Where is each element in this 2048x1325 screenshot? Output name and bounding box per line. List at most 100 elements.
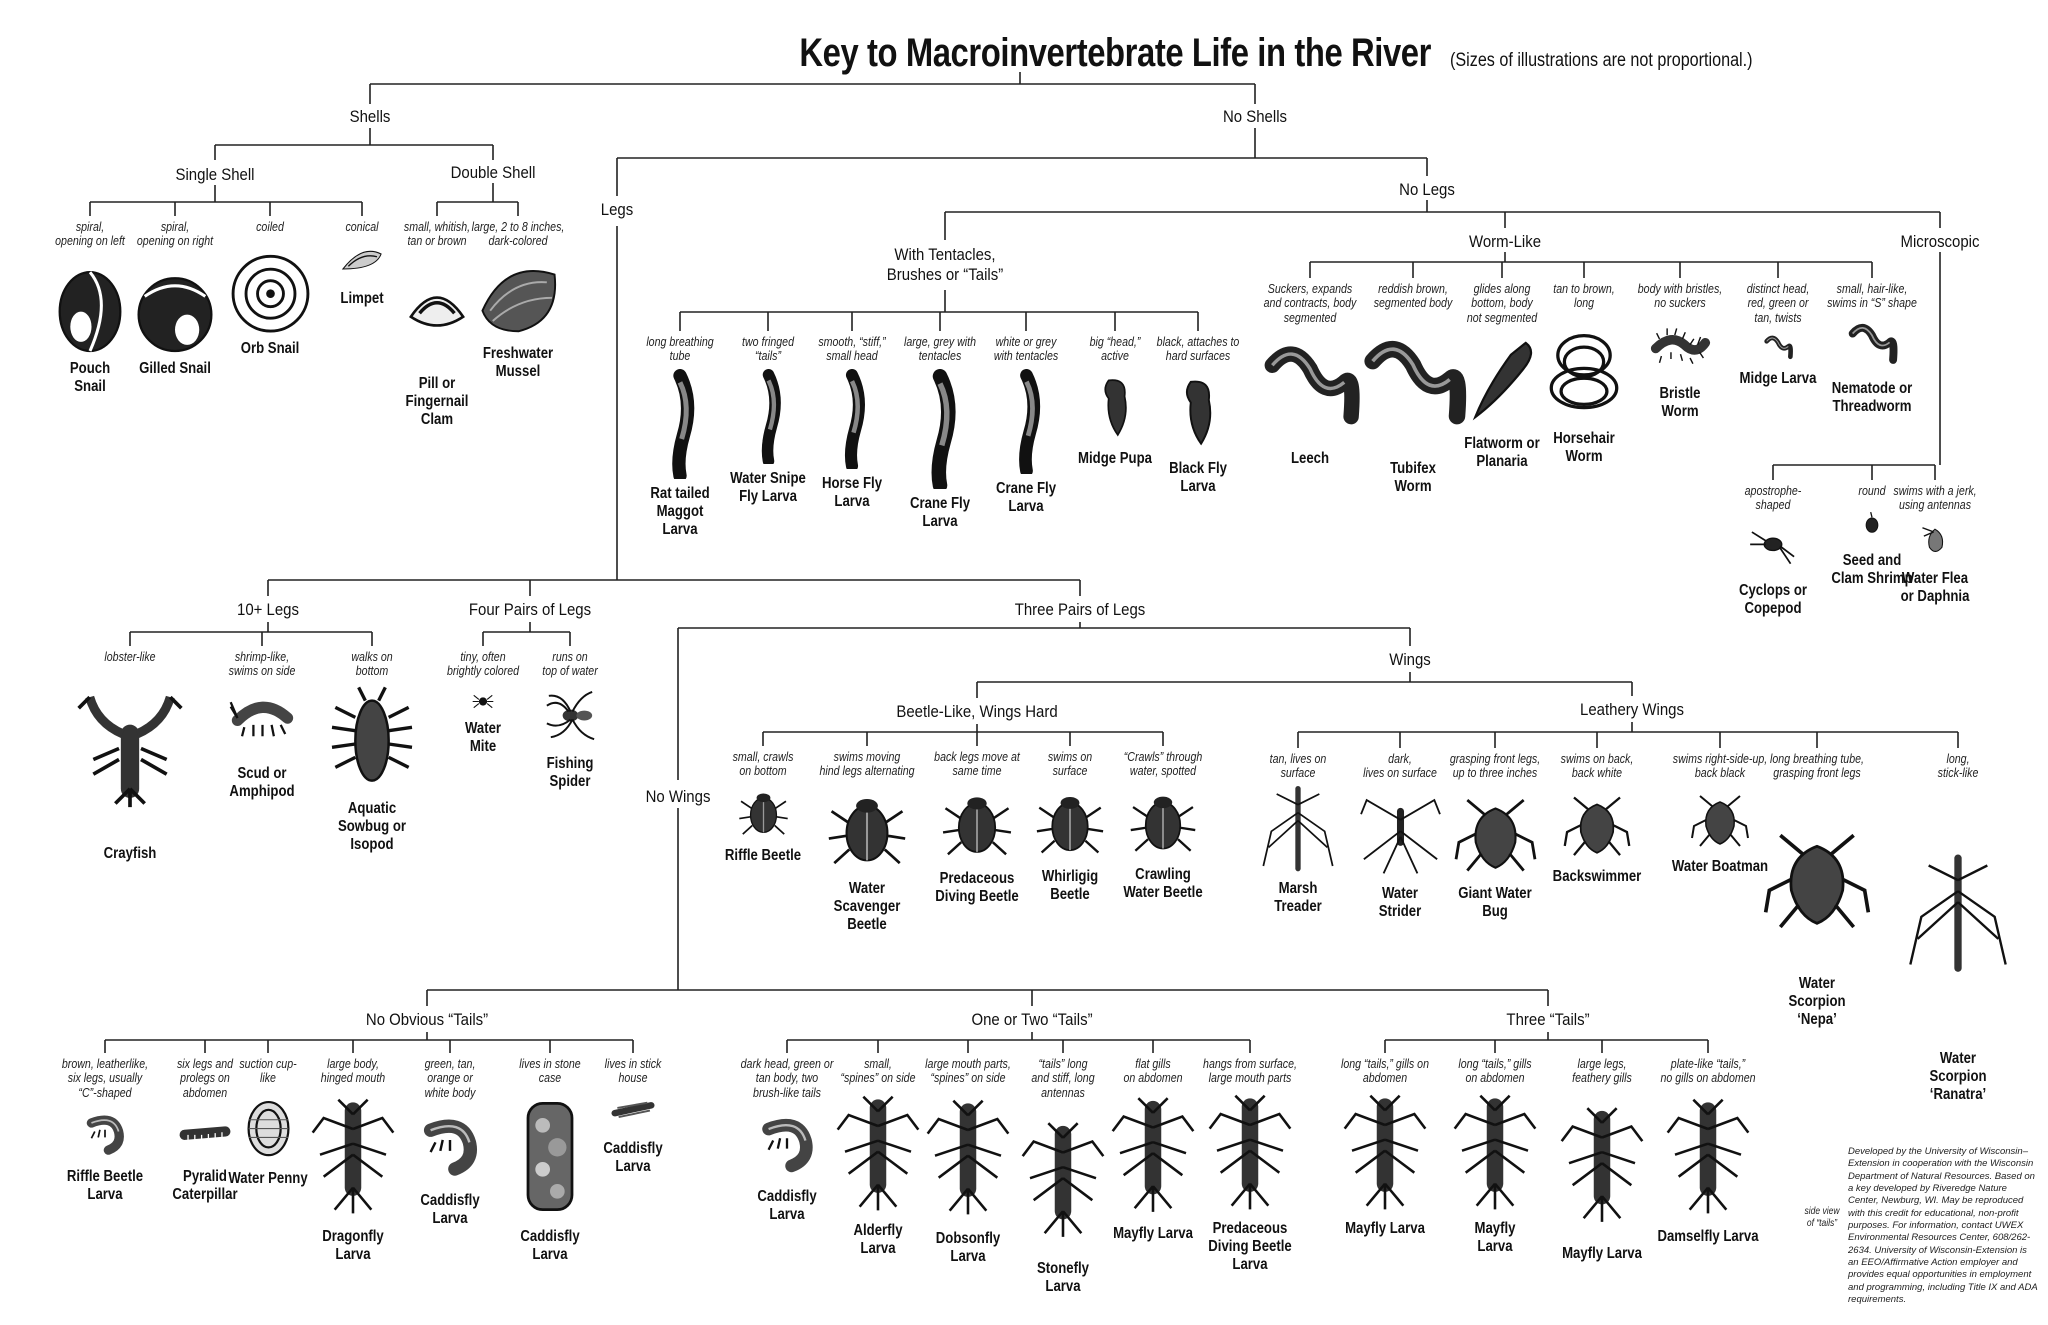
clam-icon <box>382 254 492 369</box>
organism-description: large legs, feathery gills <box>1572 1057 1632 1086</box>
header-no-legs: No Legs <box>1399 180 1455 199</box>
organism-description: body with bristles, no suckers <box>1637 282 1723 311</box>
organism-description: long, stick-like <box>1937 752 1979 781</box>
organism-name: Crane Fly Larva <box>995 480 1057 515</box>
organism-name: Backswimmer <box>1552 868 1642 885</box>
organism-name: Predaceous Diving Beetle <box>935 870 1019 905</box>
organism-name: Water Scorpion ‘Nepa’ <box>1788 975 1846 1028</box>
larva-icon <box>974 369 1079 478</box>
mite-icon <box>458 684 508 718</box>
larva-icon <box>721 369 816 467</box>
organism-name: Midge Pupa <box>1078 450 1152 467</box>
snail-left-icon <box>40 254 140 354</box>
organism-name: Crane Fly Larva <box>909 495 971 530</box>
organism-description: small, hair-like, swims in “S” shape <box>1827 282 1917 311</box>
organism-description: two fringed “tails” <box>742 335 794 364</box>
organism-description: long breathing tube, grasping front legs <box>1770 752 1864 781</box>
nymph-icon <box>1653 1091 1763 1222</box>
organism-description: long “tails,” gills on abdomen <box>1458 1057 1532 1086</box>
organism-description: tan to brown, long <box>1553 282 1615 311</box>
organism-description: brown, leatherlike, six legs, usually “C… <box>61 1057 149 1100</box>
beetle-icon <box>822 784 912 874</box>
header-four-pairs: Four Pairs of Legs <box>468 600 592 619</box>
header-shells: Shells <box>349 107 391 126</box>
organism-description: spiral, opening on left <box>55 220 125 249</box>
bug-icon <box>1559 786 1635 862</box>
organism-name: Damselfly Larva <box>1657 1228 1759 1245</box>
header-worm-like: Worm-Like <box>1468 232 1542 251</box>
organism-description: plate-like “tails,” no gills on abdomen <box>1660 1057 1756 1086</box>
nymph-icon <box>1098 1091 1208 1219</box>
organism-name: Aquatic Sowbug or Isopod <box>337 800 407 853</box>
bug-icon <box>1762 786 1872 969</box>
penny-icon <box>232 1091 305 1164</box>
nymph-icon <box>1008 1106 1118 1254</box>
organism-name: Bristle Worm <box>1659 385 1701 420</box>
bristle-worm-icon <box>1649 316 1712 379</box>
bug-icon <box>1687 786 1753 852</box>
header-double-shell: Double Shell <box>450 163 536 182</box>
organism-description: tiny, often brightly colored <box>446 650 520 679</box>
coil-worm-icon <box>1530 316 1638 424</box>
stick-bug-icon <box>1254 786 1342 874</box>
isopod-icon <box>317 684 427 794</box>
organism-name: Black Fly Larva <box>1169 460 1227 495</box>
organism-name: Horsehair Worm <box>1553 430 1615 465</box>
organism-name: Water Flea or Daphnia <box>1900 570 1970 605</box>
header-no-tails: No Obvious “Tails” <box>365 1010 489 1029</box>
organism-name: Leech <box>1290 450 1330 467</box>
organism-description: small, whitish, tan or brown <box>403 220 471 249</box>
organism-description: large, grey with tentacles <box>903 335 977 364</box>
flatworm-icon <box>1453 331 1551 429</box>
header-no-wings: No Wings <box>645 787 711 806</box>
c-larva-icon <box>77 1106 133 1162</box>
copepod-icon <box>1744 518 1802 576</box>
strider-icon <box>1354 786 1447 879</box>
pupa-icon <box>1078 369 1153 444</box>
organism-description: “Crawls” through water, spotted <box>1123 750 1203 779</box>
larva-icon <box>625 369 735 483</box>
organism-name: Dobsonfly Larva <box>935 1230 1001 1265</box>
organism-name: Crayfish <box>103 845 157 862</box>
beetle-icon <box>735 784 792 841</box>
organism-name: Rat tailed Maggot Larva <box>650 485 710 538</box>
worm-icon <box>1753 331 1803 365</box>
header-one-two-tails: One or Two “Tails” <box>971 1010 1093 1029</box>
header-microscopic: Microscopic <box>1900 232 1980 251</box>
organism-name: Pill or Fingernail Clam <box>405 375 469 428</box>
daphnia-icon <box>1910 518 1960 564</box>
organism-name: Crawling Water Beetle <box>1123 866 1203 901</box>
organism-name: Scud or Amphipod <box>229 765 295 800</box>
nymph-icon <box>298 1091 408 1222</box>
caterpillar-icon <box>177 1106 233 1162</box>
organism-description: swims moving hind legs alternating <box>819 750 915 779</box>
organism-name: Pouch Snail <box>69 360 111 395</box>
worm-icon <box>1358 316 1468 454</box>
organism-description: dark head, green or tan body, two brush-… <box>740 1057 834 1100</box>
header-single-shell: Single Shell <box>175 165 255 184</box>
limpet-icon <box>337 239 387 284</box>
organism-name: Water Penny <box>228 1170 308 1187</box>
organism-description: swims right-side-up, back black <box>1672 752 1768 781</box>
organism-description: smooth, “stiff,” small head <box>818 335 886 364</box>
organism-name: Limpet <box>340 290 384 307</box>
organism-description: round <box>1858 484 1886 498</box>
organism-name: Water Boatman <box>1671 858 1769 875</box>
c-larva-icon <box>410 1106 490 1186</box>
beetle-icon <box>1031 784 1109 862</box>
organism-description: spiral, opening on right <box>136 220 214 249</box>
organism-description: long “tails,” gills on abdomen <box>1341 1057 1429 1086</box>
organism-description: six legs and prolegs on abdomen <box>176 1057 234 1100</box>
larva-icon <box>885 369 995 493</box>
organism-description: large mouth parts, “spines” on side <box>925 1057 1011 1086</box>
organism-name: Water Strider <box>1378 885 1422 920</box>
spider-icon <box>538 684 603 749</box>
organism-description: large, 2 to 8 inches, dark-colored <box>471 220 565 249</box>
organism-name: Giant Water Bug <box>1458 885 1532 920</box>
organism-name: Water Scavenger Beetle <box>833 880 901 933</box>
page-subtitle: (Sizes of illustrations are not proporti… <box>1450 50 1753 71</box>
organism-name: Water Scorpion ‘Ranatra’ <box>1929 1050 1987 1103</box>
organism-description: tan, lives on surface <box>1269 752 1327 781</box>
organism-name: Caddisfly Larva <box>520 1228 580 1263</box>
organism-name: Orb Snail <box>240 340 300 357</box>
